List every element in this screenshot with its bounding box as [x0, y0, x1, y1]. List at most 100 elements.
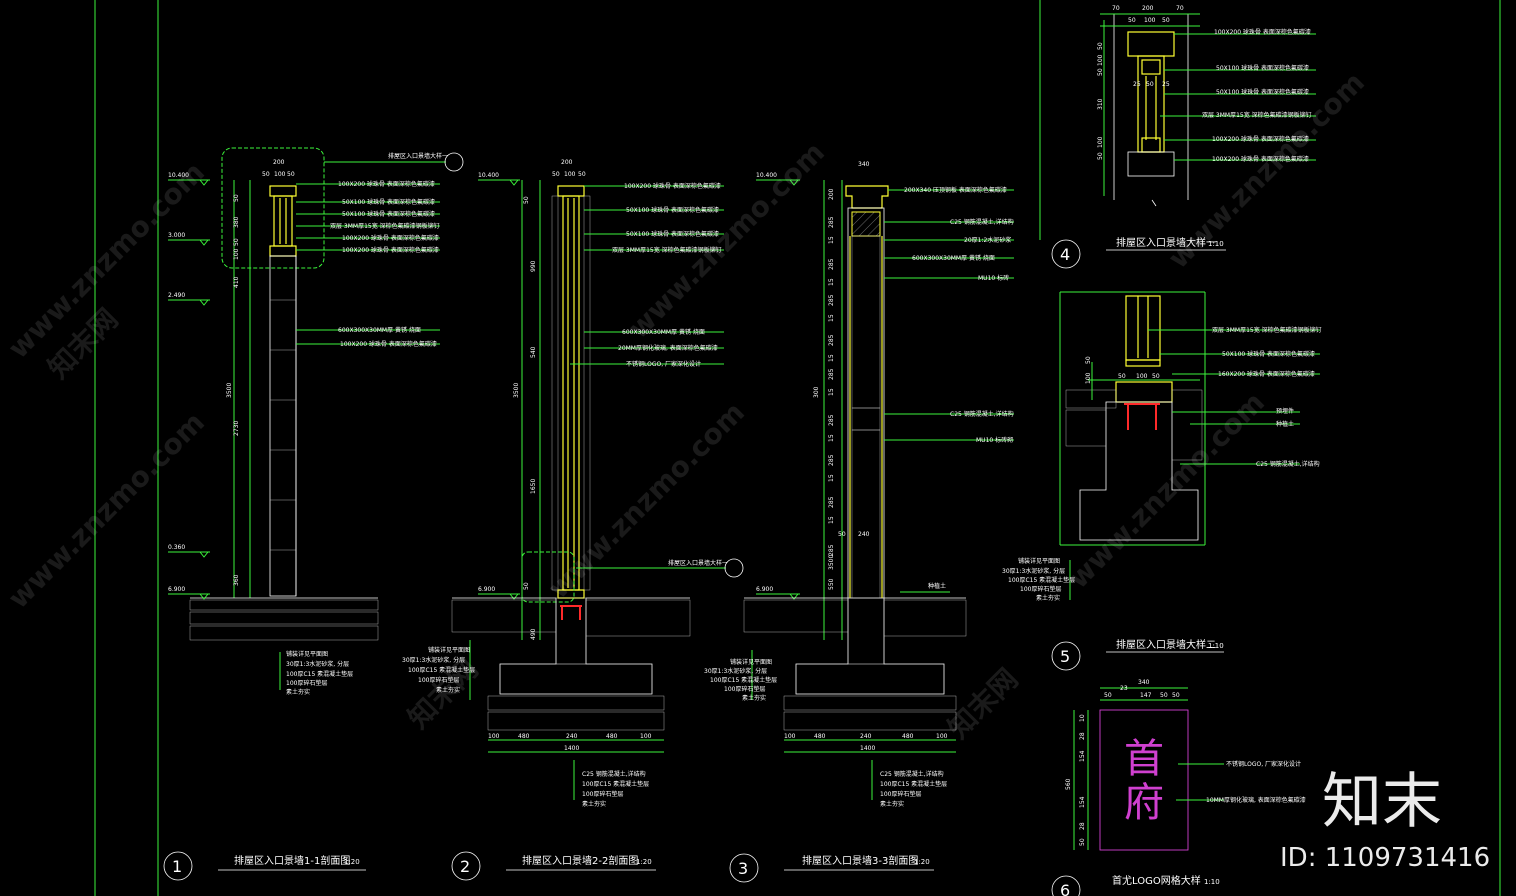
- note: 铺装详见平面图: [730, 658, 772, 666]
- note: 预埋件: [1276, 407, 1294, 415]
- dim-label: 2730: [233, 421, 240, 436]
- elevation-label: 0.360: [168, 544, 185, 551]
- watermark-site: www.znzmo.com: [542, 396, 751, 605]
- note: 50X100 球珠骨 表面深棕色氟碳漆: [342, 210, 435, 218]
- note: 双层 3MM厚15宽 深棕色氟碳漆钢板铆钉: [612, 246, 722, 254]
- dim-label: 240: [566, 733, 578, 740]
- dim-label: 15: [828, 354, 835, 362]
- note: 双层 3MM厚15宽 深棕色氟碳漆钢板铆钉: [1202, 111, 1312, 119]
- dim-label: 50: [1160, 692, 1168, 699]
- dim-label: 285: [828, 414, 835, 426]
- dim-label: 380: [233, 216, 240, 228]
- dim-label: 15: [828, 278, 835, 286]
- detail-4-drawing: [1100, 13, 1316, 207]
- note: 100厚C15 素混凝土垫层: [408, 666, 475, 674]
- elevation-label: 6.900: [478, 586, 495, 593]
- note: 素土夯实: [742, 694, 766, 702]
- note: 10MM厚钢化玻璃, 表面深棕色氟碳漆: [1206, 796, 1306, 804]
- watermark-id: ID: 1109731416: [1280, 843, 1490, 873]
- dim-label: 3500: [828, 555, 835, 570]
- dim-label: 3500: [226, 383, 233, 398]
- dim-label: 240: [858, 531, 870, 538]
- dim-label: 147: [1140, 692, 1152, 699]
- dim-label: 990: [530, 260, 537, 272]
- note: 100X200 球珠骨 表面深棕色氟碳漆: [340, 340, 437, 348]
- note: 不锈钢LOGO, 厂家深化设计: [1226, 760, 1301, 768]
- dim-label: 15: [828, 474, 835, 482]
- detail-6-drawing: [1073, 687, 1224, 851]
- note: 30厚1:3水泥砂浆, 分层: [286, 660, 349, 668]
- dim-label: 340: [1138, 679, 1150, 686]
- dim-label: 50: [1152, 373, 1160, 380]
- elevation-label: 6.900: [756, 586, 773, 593]
- dim-label: 550: [828, 578, 835, 590]
- elevation-label: 3.000: [168, 232, 185, 239]
- section-2-drawing: [451, 180, 744, 800]
- dim-label: 285: [828, 258, 835, 270]
- dim-label: 50: [1162, 17, 1170, 24]
- note: 50X100 球珠骨 表面深棕色氟碳漆: [626, 230, 719, 238]
- section-title: 排屋区入口景墙大样一: [1116, 236, 1216, 249]
- note: 铺装详见平面图: [286, 650, 328, 658]
- dim-label: 15: [828, 434, 835, 442]
- dim-label: 50: [1172, 692, 1180, 699]
- note: 素土夯实: [582, 800, 606, 808]
- section-title: 排屋区入口景墙1-1剖面图: [234, 854, 350, 867]
- dim-label: 50: [1097, 42, 1104, 50]
- note: 铺装详见平面图: [428, 646, 470, 654]
- note: MU10 标砖: [978, 274, 1009, 282]
- section-number: 2: [460, 857, 470, 876]
- note: 600X300X30MM厚 黄锈 烧面: [622, 328, 705, 336]
- note: 铺装详见平面图: [1018, 557, 1060, 565]
- note: 100厚C15 素混凝土垫层: [582, 780, 649, 788]
- watermark-brand: 知末网: [942, 662, 1025, 745]
- dim-label: 1650: [530, 479, 537, 494]
- elevation-label: 10.400: [756, 172, 777, 179]
- dim-label: 50: [838, 531, 846, 538]
- dim-label: 50: [1085, 356, 1092, 364]
- dim-label: 560: [1065, 778, 1072, 790]
- note: 100厚碎石垫层: [286, 679, 327, 687]
- note: C25 钢筋混凝土,详结构: [1256, 460, 1320, 468]
- section-number: 6: [1060, 881, 1070, 896]
- dim-label: 410: [233, 276, 240, 288]
- dim-label: 100: [936, 733, 948, 740]
- section-number: 3: [738, 859, 748, 878]
- dim-label: 3500: [513, 383, 520, 398]
- dim-label: 50: [1097, 152, 1104, 160]
- note: 素土夯实: [286, 688, 310, 696]
- dim-label: 480: [814, 733, 826, 740]
- dim-label: 50: [523, 196, 530, 204]
- dim-label: 154: [1079, 796, 1086, 808]
- note: 100厚C15 素混凝土垫层: [1008, 576, 1075, 584]
- dim-label: 100: [1136, 373, 1148, 380]
- note: 100厚C15 素混凝土垫层: [880, 780, 947, 788]
- dim-label: 200: [1142, 5, 1154, 12]
- section-number: 1: [172, 857, 182, 876]
- dim-label: 285: [828, 454, 835, 466]
- section-scale: 1:20: [636, 858, 652, 866]
- section-number: 5: [1060, 647, 1070, 666]
- dim-label: 480: [518, 733, 530, 740]
- dim-label: 285: [828, 368, 835, 380]
- dim-label: 300: [813, 386, 820, 398]
- dim-label: 25: [1162, 81, 1170, 88]
- note: 素土夯实: [436, 686, 460, 694]
- note: 素土夯实: [880, 800, 904, 808]
- dim-label: 50: [1146, 81, 1154, 88]
- section-scale: 1:10: [1204, 878, 1220, 886]
- dim-label: 10: [1079, 714, 1086, 722]
- section-scale: 1:20: [344, 858, 360, 866]
- logo-char: 府: [1124, 780, 1164, 826]
- note: 100厚碎石垫层: [724, 685, 765, 693]
- section-scale: 1:20: [914, 858, 930, 866]
- dim-label: 360: [233, 574, 240, 586]
- note: 100厚碎石垫层: [418, 676, 459, 684]
- note: 100X200 球珠骨 表面深棕色氟碳漆: [1212, 135, 1309, 143]
- elevation-label: 2.490: [168, 292, 185, 299]
- note: 50X100 球珠骨 表面深棕色氟碳漆: [626, 206, 719, 214]
- dim-label: 50: [262, 171, 270, 178]
- note: MU10 标砖砌: [976, 436, 1013, 444]
- note: 50X100 球珠骨 表面深棕色氟碳漆: [1216, 88, 1309, 96]
